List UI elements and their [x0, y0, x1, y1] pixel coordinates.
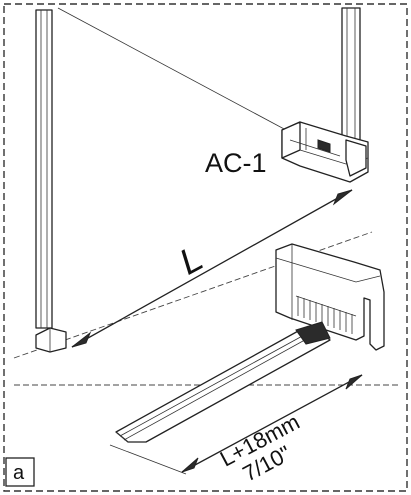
cut-strip-bar	[115, 321, 331, 443]
part-code-label: AC-1	[205, 148, 267, 178]
left-bottom-bracket	[35, 327, 67, 353]
panel-letter: a	[13, 462, 25, 484]
cut-length-dimension-line	[109, 374, 363, 475]
left-wall-profile	[35, 9, 53, 329]
right-wall-profile	[341, 7, 361, 159]
panel-badge: a	[5, 457, 35, 487]
length-symbol: L	[172, 237, 209, 283]
dashed-frame	[3, 3, 408, 492]
brush-bristles	[297, 296, 353, 334]
glass-edge-line	[57, 7, 287, 131]
length-dimension-line	[71, 189, 353, 348]
brush-seal-profile	[275, 243, 385, 351]
ac1-clip-component	[281, 121, 369, 183]
